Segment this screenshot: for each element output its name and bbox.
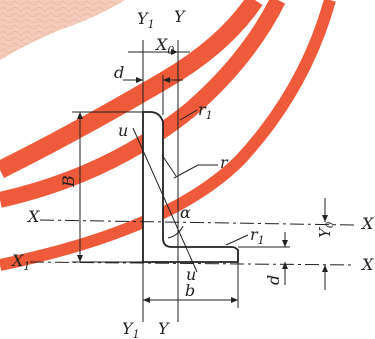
- axis-v: [161, 154, 177, 177]
- label-y1-bottom: Y1: [122, 319, 140, 339]
- label-r: r: [220, 153, 229, 172]
- label-x1-left: X1: [10, 251, 30, 273]
- arc-middle: [0, 0, 286, 208]
- label-y0-right: Y0: [316, 221, 336, 238]
- angle-profile: [142, 111, 239, 263]
- labels: Y1 Y X0 d r1 u B r α X X X1 X r1 Y0 u b …: [10, 7, 374, 339]
- label-x-left: X: [26, 207, 40, 226]
- background-texture: [0, 0, 125, 60]
- label-y-top: Y: [174, 7, 186, 26]
- label-x-right: X: [360, 214, 374, 233]
- label-x0: X0: [154, 35, 174, 57]
- label-alpha: α: [180, 203, 191, 222]
- label-b: b: [185, 281, 195, 300]
- axis-x: [39, 219, 356, 226]
- arc-inner: [0, 0, 336, 271]
- label-y1-top: Y1: [137, 9, 155, 31]
- label-B: B: [59, 175, 78, 188]
- label-d-right: d: [264, 275, 283, 285]
- label-u-bottom: u: [186, 265, 196, 284]
- label-d-top: d: [114, 63, 124, 82]
- axis-u: [132, 127, 198, 273]
- label-r1-right: r1: [250, 225, 265, 247]
- dimensions: [72, 49, 328, 308]
- label-r1-top: r1: [198, 100, 213, 122]
- label-x-right-lower: X: [360, 255, 374, 274]
- label-y-bottom: Y: [158, 319, 170, 338]
- label-u-top: u: [118, 121, 128, 140]
